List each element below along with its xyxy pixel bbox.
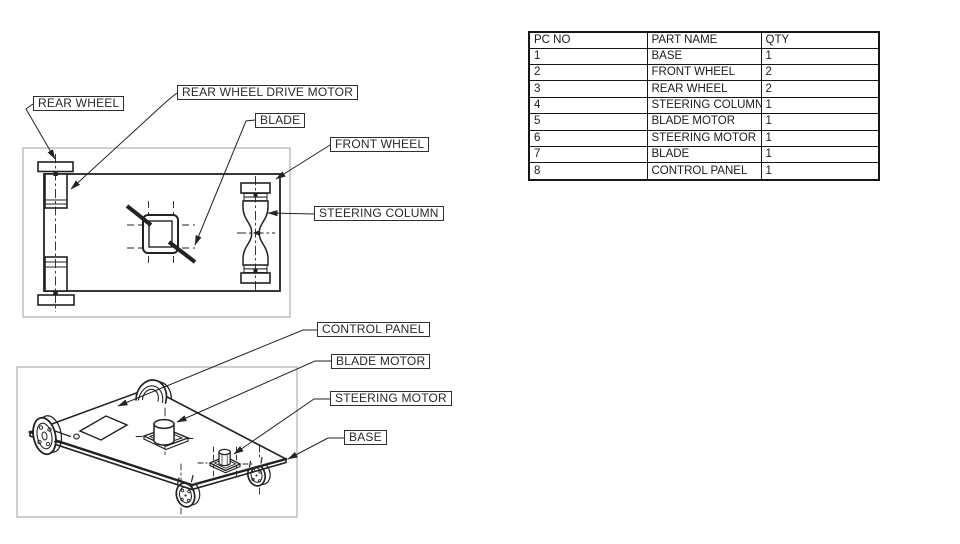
cell-part-name: BASE [646, 47, 762, 65]
leader-steering-motor [233, 398, 330, 455]
cell-qty: 2 [760, 80, 880, 98]
blade-motor-shape [142, 418, 190, 451]
cell-part-name: FRONT WHEEL [646, 63, 762, 82]
part-row: 3 REAR WHEEL 2 [528, 80, 880, 98]
cell-pc-no: 6 [528, 129, 648, 148]
leader-rear-wheel [25, 103, 56, 160]
cell-part-name: STEERING COLUMN [646, 96, 762, 115]
cell-pc-no: 4 [528, 96, 648, 115]
iso-view-frame [16, 366, 298, 518]
cell-part-name: BLADE MOTOR [646, 113, 762, 131]
blade-shape [125, 204, 197, 264]
callout-steering-column: STEERING COLUMN [314, 206, 444, 221]
top-view-frame [22, 147, 291, 318]
caster-centerlines [180, 445, 260, 516]
cell-pc-no: 5 [528, 113, 648, 131]
cell-pc-no: 7 [528, 146, 648, 164]
steering-motor-shape [208, 448, 242, 474]
part-row: 6 STEERING MOTOR 1 [528, 129, 880, 148]
callout-rear-wheel-drive-motor: REAR WHEEL DRIVE MOTOR [177, 85, 359, 100]
cell-qty: 2 [760, 63, 880, 82]
leader-steering-column [267, 210, 315, 217]
part-row: 7 BLADE 1 [528, 146, 880, 164]
cell-qty: 1 [760, 129, 880, 148]
part-row: 5 BLADE MOTOR 1 [528, 113, 880, 131]
cell-qty: 1 [760, 96, 880, 115]
top-view [22, 147, 291, 318]
callout-steering-motor: STEERING MOTOR [330, 391, 452, 406]
cell-pc-no: 1 [528, 47, 648, 65]
parts-table-header-row: PC NO PART NAME QTY [528, 31, 880, 49]
leader-blade [194, 119, 256, 246]
caster-forks [176, 456, 263, 486]
cell-pc-no: 8 [528, 162, 648, 181]
callout-rear-wheel: REAR WHEEL [33, 96, 125, 111]
part-row: 1 BASE 1 [528, 47, 880, 65]
control-panel-shape [78, 415, 129, 441]
header-pc-no: PC NO [528, 31, 648, 49]
rear-wheel-far [135, 379, 168, 404]
header-qty: QTY [760, 31, 880, 49]
leader-rear-wheel-drive-motor [70, 92, 178, 190]
cell-qty: 1 [760, 47, 880, 65]
cell-pc-no: 3 [528, 80, 648, 98]
parts-table: PC NO PART NAME QTY 1 BASE 1 2 FRONT WHE… [528, 31, 880, 181]
cell-pc-no: 2 [528, 63, 648, 82]
leader-front-wheel [275, 144, 331, 180]
rear-motor-stripes [45, 199, 67, 268]
isometric-view [16, 366, 298, 518]
header-part-name: PART NAME [646, 31, 762, 49]
leader-base [287, 437, 344, 460]
part-row: 4 STEERING COLUMN 1 [528, 96, 880, 115]
cell-part-name: BLADE [646, 146, 762, 164]
rear-wheel-near [32, 415, 80, 456]
cell-qty: 1 [760, 146, 880, 164]
part-row: 8 CONTROL PANEL 1 [528, 162, 880, 181]
callout-base: BASE [344, 430, 387, 445]
leader-control-panel [117, 329, 317, 407]
cell-qty: 1 [760, 113, 880, 131]
leader-blade-motor [176, 360, 331, 423]
callout-front-wheel: FRONT WHEEL [330, 137, 430, 152]
part-row: 2 FRONT WHEEL 2 [528, 63, 880, 82]
cell-part-name: STEERING MOTOR [646, 129, 762, 148]
cell-part-name: CONTROL PANEL [646, 162, 762, 181]
cell-qty: 1 [760, 162, 880, 181]
callout-control-panel: CONTROL PANEL [317, 322, 430, 337]
callout-blade: BLADE [255, 113, 306, 128]
cell-part-name: REAR WHEEL [646, 80, 762, 98]
callout-blade-motor: BLADE MOTOR [331, 354, 431, 369]
leader-lines [25, 92, 344, 460]
